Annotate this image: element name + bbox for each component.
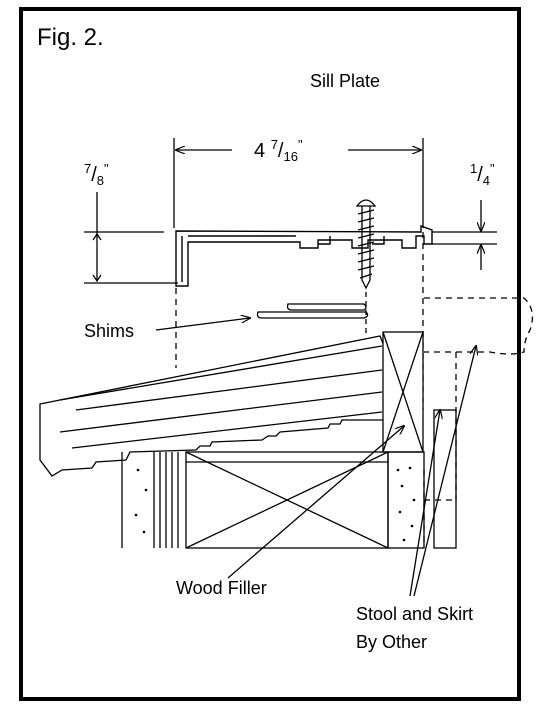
left-height-unit: ": [104, 161, 109, 176]
right-height-numerator: 1: [470, 161, 478, 176]
sill-plate-profile: [175, 225, 433, 287]
texture-dots: [134, 466, 416, 542]
left-height-label: 7/8": [84, 161, 109, 188]
left-height-numerator: 7: [84, 161, 92, 176]
width-denominator: 16: [283, 149, 298, 164]
width-unit: ": [297, 137, 303, 152]
right-height-denominator: 4: [482, 173, 491, 188]
right-height-label: 1/4": [470, 161, 495, 188]
screw: [355, 199, 377, 336]
width-dimension: [173, 138, 424, 228]
width-dimension-label: 4 7/16": [254, 137, 303, 164]
stool-skirt-label: Stool and Skirt By Other: [356, 600, 473, 656]
leader-lines: [227, 346, 476, 597]
width-whole: 4: [254, 140, 271, 162]
left-height-dimension: [84, 192, 178, 284]
diagram-title: Sill Plate: [310, 71, 381, 91]
wood-filler-block: [382, 331, 424, 453]
figure-label: Fig. 2.: [37, 24, 104, 51]
wood-filler-label: Wood Filler: [176, 578, 267, 598]
width-numerator: 7: [270, 137, 278, 152]
sloped-sill: [39, 335, 385, 477]
right-height-dimension: [432, 200, 497, 270]
figure-frame: [19, 7, 521, 701]
stool-skirt-line1: Stool and Skirt: [356, 604, 474, 624]
stool-skirt-line2: By Other: [356, 632, 428, 652]
left-height-denominator: 8: [96, 173, 105, 188]
shims: [155, 303, 369, 331]
shims-label: Shims: [84, 321, 135, 341]
wall-framing: [121, 409, 457, 549]
right-height-unit: ": [490, 161, 495, 176]
